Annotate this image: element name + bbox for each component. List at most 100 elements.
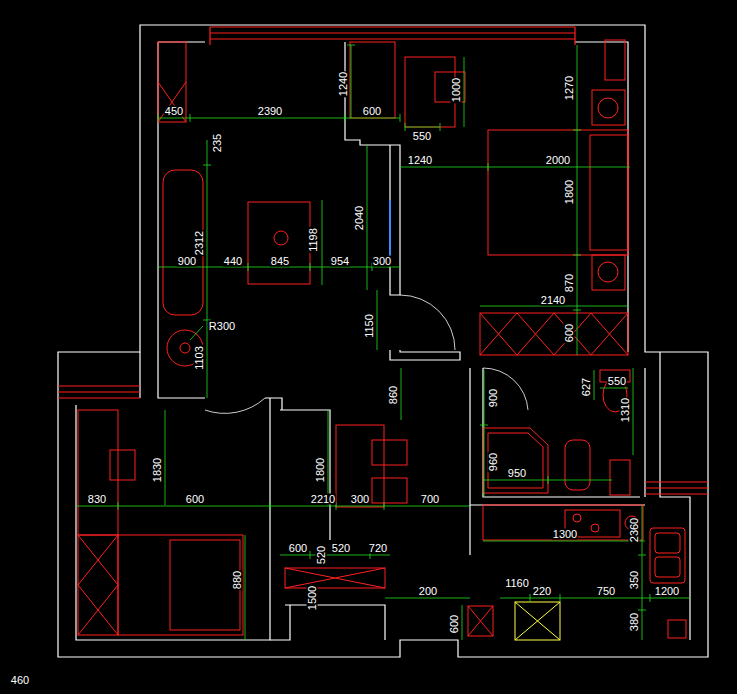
furniture <box>350 42 395 118</box>
dimension-line <box>190 326 203 340</box>
dimension-text: 1198 <box>308 227 319 253</box>
dimension-text: 2390 <box>257 106 283 117</box>
furniture <box>598 262 618 282</box>
furniture <box>180 343 190 353</box>
dimension-line <box>385 598 470 599</box>
furniture <box>480 313 628 355</box>
dimension-text: 2312 <box>194 230 205 256</box>
dimension-text: 830 <box>87 494 107 505</box>
furniture <box>650 528 685 583</box>
window <box>58 397 140 398</box>
wall <box>58 25 708 657</box>
furniture <box>668 620 686 638</box>
furniture <box>285 568 385 588</box>
window <box>58 385 140 386</box>
furniture <box>118 535 243 635</box>
dimension-text: 220 <box>532 586 552 597</box>
dimension-line <box>400 163 630 171</box>
dimension-text: 900 <box>488 388 499 408</box>
furniture <box>515 602 560 640</box>
dimension-line <box>76 45 690 640</box>
dimension-text: 520 <box>331 543 351 554</box>
door-swing <box>483 368 528 410</box>
window <box>210 26 575 27</box>
wall <box>58 25 708 657</box>
dimension-text: 1800 <box>315 457 326 483</box>
furniture <box>405 57 455 127</box>
dimension-text: 1830 <box>152 457 163 483</box>
furniture <box>78 535 118 635</box>
dimension-text: 300 <box>350 494 370 505</box>
wall <box>158 42 205 398</box>
dimension-text: 600 <box>362 106 382 117</box>
dimension-line <box>165 410 328 505</box>
furniture <box>605 40 625 80</box>
wall <box>470 368 645 505</box>
furniture <box>468 606 493 636</box>
furniture <box>565 440 590 490</box>
dimension-text: 1103 <box>194 345 205 371</box>
dimension-text: 950 <box>507 468 527 479</box>
furniture <box>78 410 118 535</box>
dimension-text: 600 <box>288 543 308 554</box>
wall <box>345 42 400 295</box>
dimension-text: 1800 <box>564 179 575 205</box>
dimension-text: 350 <box>629 570 640 590</box>
wall <box>469 505 470 555</box>
door-swing <box>400 295 455 350</box>
dimension-line <box>401 368 402 420</box>
furniture <box>480 313 628 355</box>
dimension-text: 960 <box>488 452 499 472</box>
dimension-text: 440 <box>223 256 243 267</box>
dimension-text: 380 <box>629 612 640 632</box>
wall <box>76 398 270 640</box>
furniture <box>274 231 288 245</box>
dimension-line <box>464 57 465 127</box>
dimension-line <box>483 476 612 484</box>
dimension-line <box>483 541 645 542</box>
window <box>645 481 708 482</box>
dimension-text: 2000 <box>545 155 571 166</box>
dimension-text: 627 <box>581 377 592 397</box>
furniture <box>170 540 240 630</box>
furniture <box>515 602 560 640</box>
dimension-line <box>462 605 463 640</box>
furniture <box>573 514 581 522</box>
dimension-text: 1300 <box>552 529 578 540</box>
window <box>645 493 708 494</box>
dimension-text: 1240 <box>407 155 433 166</box>
wall <box>139 352 140 398</box>
furniture <box>285 568 385 588</box>
dimension-text: R300 <box>208 321 236 332</box>
wall <box>660 352 690 640</box>
door-swing <box>205 398 265 413</box>
furniture <box>592 255 625 290</box>
window <box>210 32 575 33</box>
dimension-text: 520 <box>316 545 327 565</box>
furniture <box>598 98 618 118</box>
furniture <box>592 90 625 125</box>
dimension-line <box>322 200 323 285</box>
dimension-text: 1310 <box>620 397 631 423</box>
wall <box>483 368 640 497</box>
dimension-line <box>480 306 628 307</box>
dimension-text: 600 <box>185 494 205 505</box>
dimension-text: 2040 <box>354 205 365 231</box>
dimension-text: 1000 <box>451 77 462 103</box>
window <box>209 27 210 45</box>
furniture <box>591 524 599 532</box>
wall <box>270 605 290 640</box>
dimension-text: 1150 <box>364 313 375 339</box>
dimension-text: 880 <box>232 570 243 590</box>
dimension-text: 450 <box>164 106 184 117</box>
dimension-text: 750 <box>596 586 616 597</box>
dimension-text: 1500 <box>307 585 318 611</box>
furniture <box>655 533 680 553</box>
furniture <box>336 425 384 507</box>
dimension-line <box>76 502 470 510</box>
dimension-text: 2210 <box>310 494 336 505</box>
wall <box>644 368 645 497</box>
